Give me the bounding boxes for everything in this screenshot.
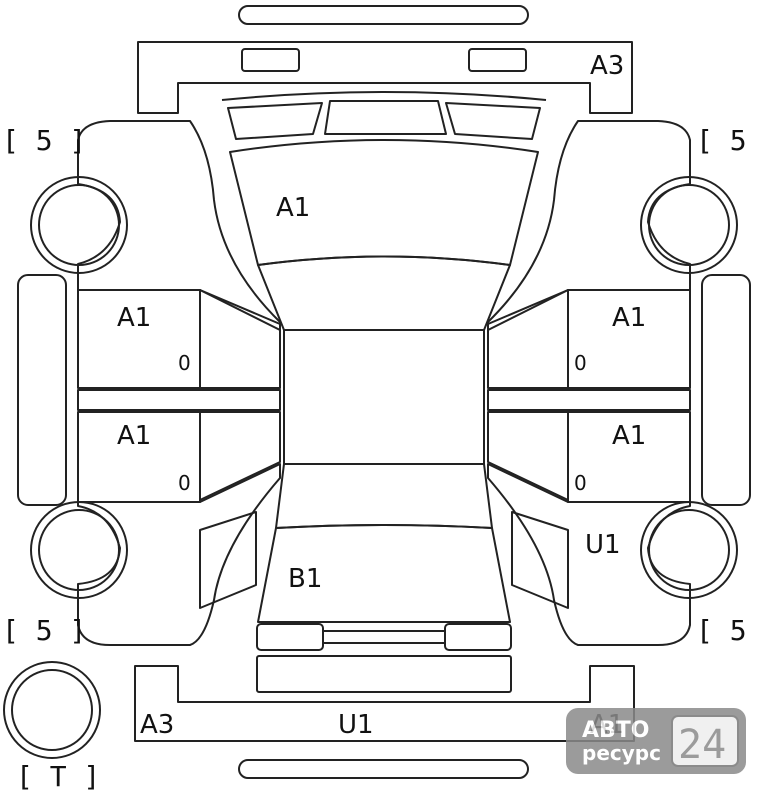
code-right-rear-fender: U1	[585, 530, 621, 560]
handle-right-rear: 0	[574, 471, 587, 495]
front-fog-left	[241, 48, 300, 72]
right-front-door-window	[487, 289, 569, 389]
watermark-text-bottom: ресурс	[582, 741, 661, 765]
rear-garnish	[256, 655, 512, 693]
left-quarter-glass	[199, 511, 257, 609]
code-right-rear-door: A1	[612, 421, 646, 451]
code-trunk-lid: B1	[288, 564, 322, 594]
code-right-front-door: A1	[612, 303, 646, 333]
rear-lamp-left	[256, 623, 324, 651]
tire-mark-rear-left: [ 5 ]	[2, 614, 86, 647]
tire-mark-front-right: [ 5 ]	[696, 124, 768, 157]
headlight-right	[445, 102, 541, 140]
front-fog-right	[468, 48, 527, 72]
left-side-panel	[17, 274, 67, 506]
left-rear-door-window	[199, 411, 281, 501]
rear-window	[275, 463, 493, 529]
front-bumper	[137, 41, 633, 114]
wheel-front-right	[640, 176, 738, 274]
code-rear-bumper-center: U1	[338, 710, 374, 740]
grille	[324, 100, 447, 135]
wheel-rear-right	[640, 501, 738, 599]
front-top-trim	[221, 91, 547, 101]
code-left-rear-door: A1	[117, 421, 151, 451]
tire-mark-rear-right: [ 5 ]	[696, 614, 768, 647]
handle-left-rear: 0	[178, 471, 191, 495]
code-rear-bumper-left: A3	[140, 710, 174, 740]
handle-right-front: 0	[574, 351, 587, 375]
right-rear-door-window	[487, 411, 569, 501]
handle-left-front: 0	[178, 351, 191, 375]
right-quarter-glass	[511, 511, 569, 609]
code-hood: A1	[276, 193, 310, 223]
left-front-fender	[77, 120, 281, 331]
watermark-logo: АВТО ресурс 24	[566, 708, 746, 774]
code-front-bumper: A3	[590, 51, 624, 81]
code-left-front-door: A1	[117, 303, 151, 333]
right-sill	[487, 389, 691, 411]
windshield	[257, 255, 511, 331]
rear-lip-strip	[238, 759, 529, 779]
tire-mark-spare: [ T ]	[16, 760, 100, 793]
left-sill	[77, 389, 281, 411]
left-front-door-window	[199, 289, 281, 389]
right-front-fender	[487, 120, 691, 331]
headlight-left	[227, 102, 323, 140]
trunk-lid	[257, 524, 511, 623]
tire-mark-front-left: [ 5 ]	[2, 124, 86, 157]
rear-bumper	[134, 665, 635, 742]
watermark-text-top: АВТО	[582, 718, 650, 743]
front-lip-strip	[238, 5, 529, 25]
roof-panel	[283, 329, 485, 465]
watermark-badge: 24	[678, 722, 726, 768]
right-side-panel	[701, 274, 751, 506]
wheel-front-left	[30, 176, 128, 274]
rear-lamp-right	[444, 623, 512, 651]
spare-wheel	[3, 661, 101, 759]
wheel-rear-left	[30, 501, 128, 599]
